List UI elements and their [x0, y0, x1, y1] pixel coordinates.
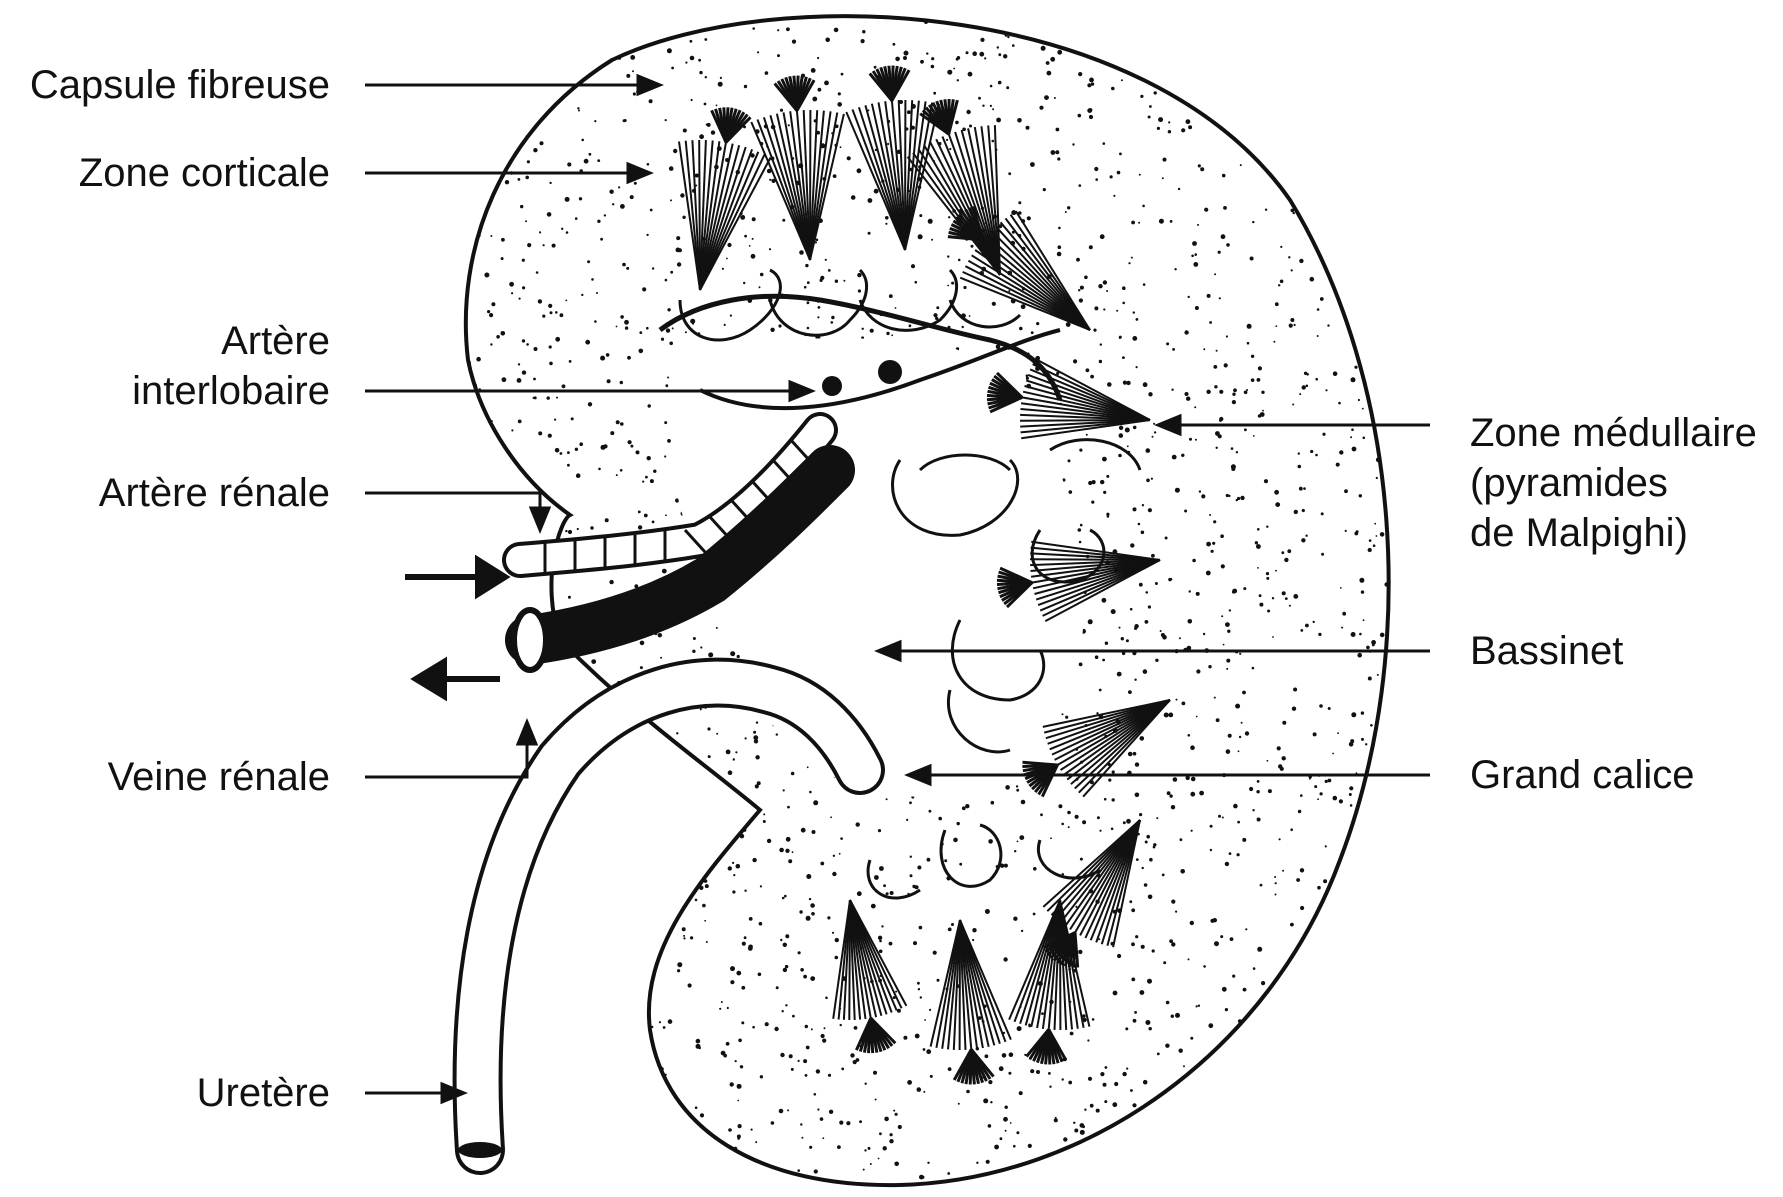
label-artere-interlobaire-1: Artère: [10, 316, 330, 366]
label-capsule-fibreuse: Capsule fibreuse: [10, 60, 330, 110]
ureter-opening: [458, 1142, 502, 1158]
label-bassinet: Bassinet: [1470, 626, 1780, 676]
label-zone-medullaire-3: de Malpighi): [1470, 508, 1780, 558]
vessel-section: [878, 360, 902, 384]
interlobar-artery-section: [822, 376, 842, 396]
label-zone-corticale: Zone corticale: [10, 148, 330, 198]
label-zone-medullaire-1: Zone médullaire: [1470, 408, 1780, 458]
flow-arrows: [405, 560, 505, 696]
label-artere-renale: Artère rénale: [10, 468, 330, 518]
label-artere-interlobaire-2: interlobaire: [10, 366, 330, 416]
vein-opening: [514, 610, 546, 670]
label-grand-calice: Grand calice: [1470, 750, 1780, 800]
label-veine-renale: Veine rénale: [10, 752, 330, 802]
label-zone-medullaire-2: (pyramides: [1470, 458, 1780, 508]
label-uretere: Uretère: [10, 1068, 330, 1118]
